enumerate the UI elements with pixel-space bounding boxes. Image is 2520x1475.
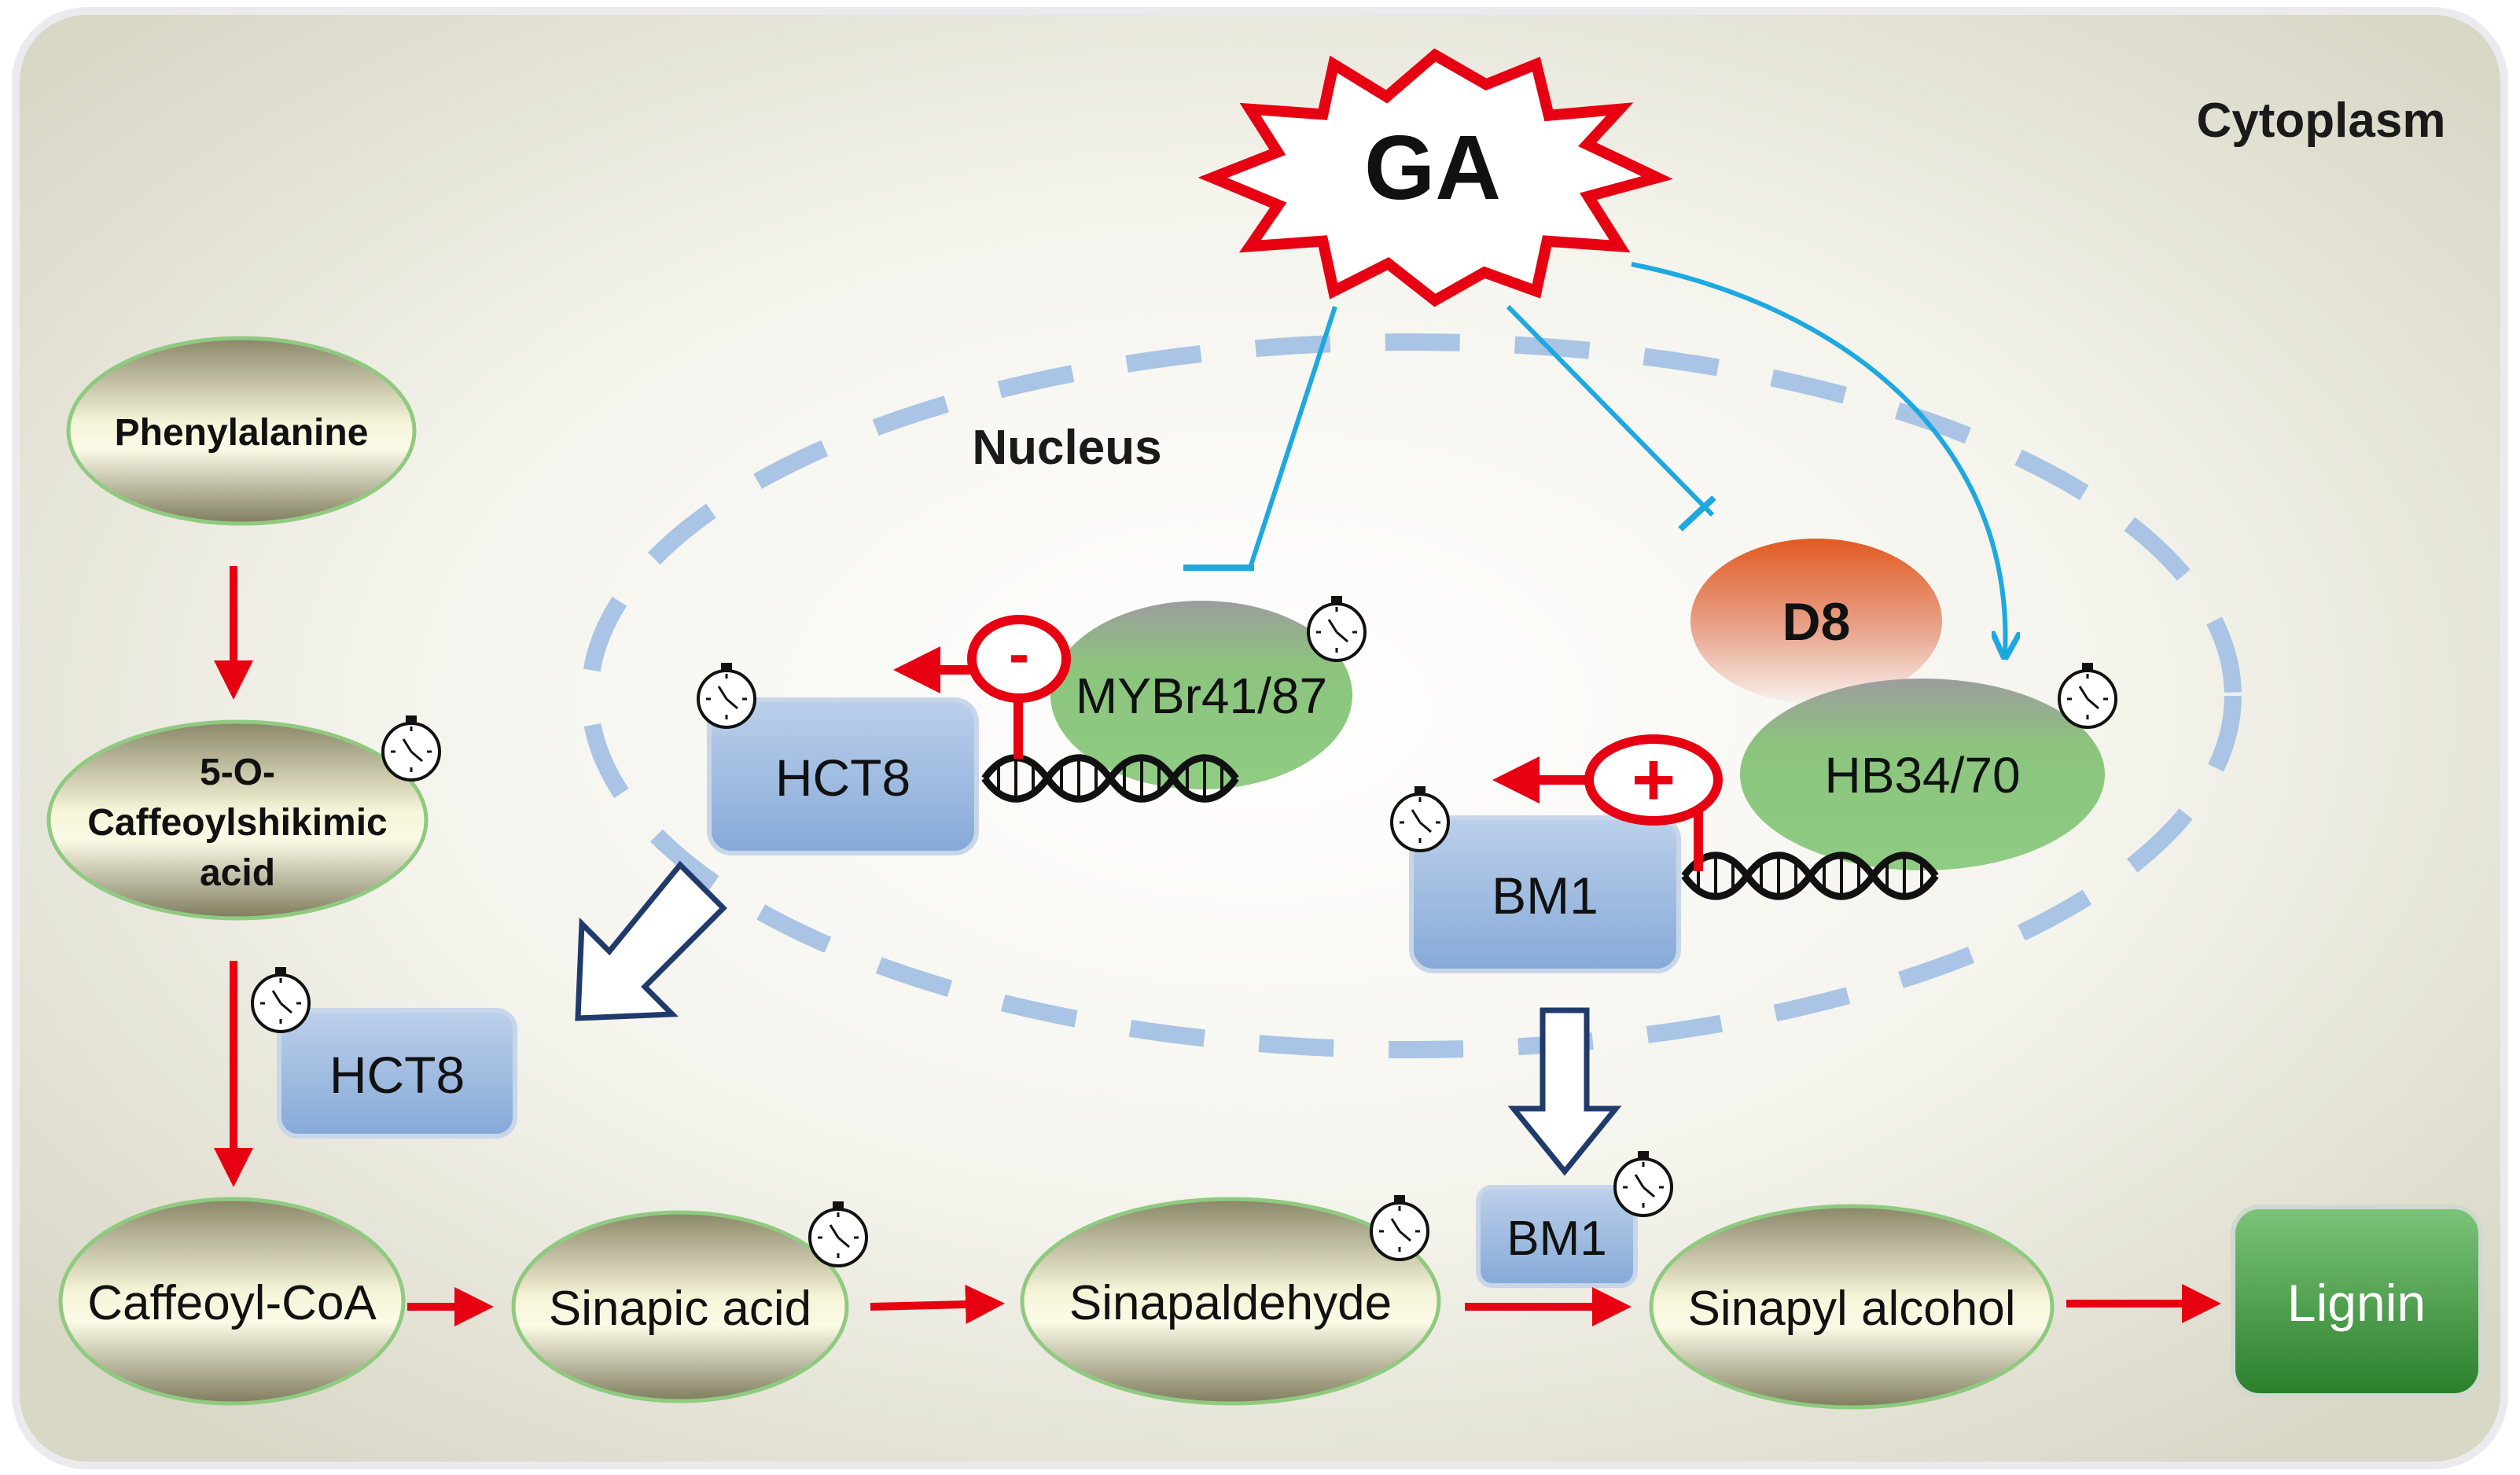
- hct8-gene-nucleus: HCT8: [707, 697, 979, 855]
- bm1-gene-nucleus: BM1: [1409, 815, 1681, 973]
- ga-label: GA: [1364, 116, 1501, 219]
- d8-protein: D8: [1690, 539, 1942, 704]
- hct8-nucleus-label: HCT8: [775, 749, 911, 807]
- hct8-export-arrow: [575, 860, 727, 1021]
- mybr-transcription-factor: MYBr41/87: [1050, 601, 1352, 789]
- caffeoylshikimic-line1: 5-O-: [200, 752, 275, 793]
- phenylalanine-label: Phenylalanine: [115, 412, 369, 454]
- mybr-label: MYBr41/87: [1076, 668, 1327, 724]
- caffeoylshikimic-line2: Caffeoylshikimic: [87, 802, 387, 844]
- sinapic-acid-label: Sinapic acid: [549, 1282, 811, 1336]
- repress-sign: -: [1009, 619, 1029, 688]
- caffeoylshikimic-line3: acid: [200, 852, 275, 894]
- mybr-represses-hct8: -: [893, 615, 1071, 759]
- metabolite-caffeoylshikimic-acid: 5-O- Caffeoylshikimic acid: [46, 719, 429, 921]
- hb-activates-bm1: +: [1492, 734, 1723, 871]
- sinapaldehyde-label: Sinapaldehyde: [1069, 1276, 1392, 1330]
- starburst-icon: [1197, 48, 1673, 307]
- hb-label: HB34/70: [1824, 747, 2020, 804]
- ga-signal: GA: [1197, 48, 1673, 307]
- lignin-label: Lignin: [2287, 1274, 2426, 1332]
- nucleus-envelope: [581, 333, 2242, 1058]
- cytoplasm-label: Cytoplasm: [2197, 94, 2446, 148]
- bm1-cyto-label: BM1: [1506, 1212, 1606, 1266]
- pathway-arrows: [214, 566, 2221, 1326]
- metabolite-sinapyl-alcohol: Sinapyl alcohol: [1649, 1204, 2055, 1410]
- product-lignin: Lignin: [2231, 1205, 2483, 1398]
- hct8-cyto-label: HCT8: [329, 1046, 465, 1104]
- ga-activates-hb: [1631, 262, 2005, 654]
- metabolite-sinapaldehyde: Sinapaldehyde: [1020, 1197, 1441, 1406]
- activate-sign: +: [1632, 738, 1676, 822]
- ga-inhibits-mybr: [1183, 306, 1337, 571]
- metabolite-phenylalanine: Phenylalanine: [66, 336, 417, 526]
- bm1-enzyme-cytoplasm: BM1: [1476, 1185, 1638, 1288]
- nucleus-label: Nucleus: [972, 421, 1161, 475]
- bm1-nucleus-label: BM1: [1492, 866, 1598, 925]
- arrow-sa-to-sald: [870, 1285, 1005, 1324]
- metabolite-caffeoyl-coa: Caffeoyl-CoA: [58, 1197, 406, 1406]
- hct8-enzyme-cytoplasm: HCT8: [277, 1008, 517, 1138]
- hb-transcription-factor: HB34/70: [1740, 679, 2105, 870]
- bm1-export-arrow: [1507, 1007, 1622, 1176]
- sinapyl-alcohol-label: Sinapyl alcohol: [1687, 1282, 2015, 1336]
- ga-inhibits-d8: [1506, 304, 1716, 532]
- metabolite-sinapic-acid: Sinapic acid: [511, 1210, 849, 1403]
- d8-label: D8: [1782, 592, 1851, 652]
- caffeoyl-coa-label: Caffeoyl-CoA: [87, 1276, 377, 1330]
